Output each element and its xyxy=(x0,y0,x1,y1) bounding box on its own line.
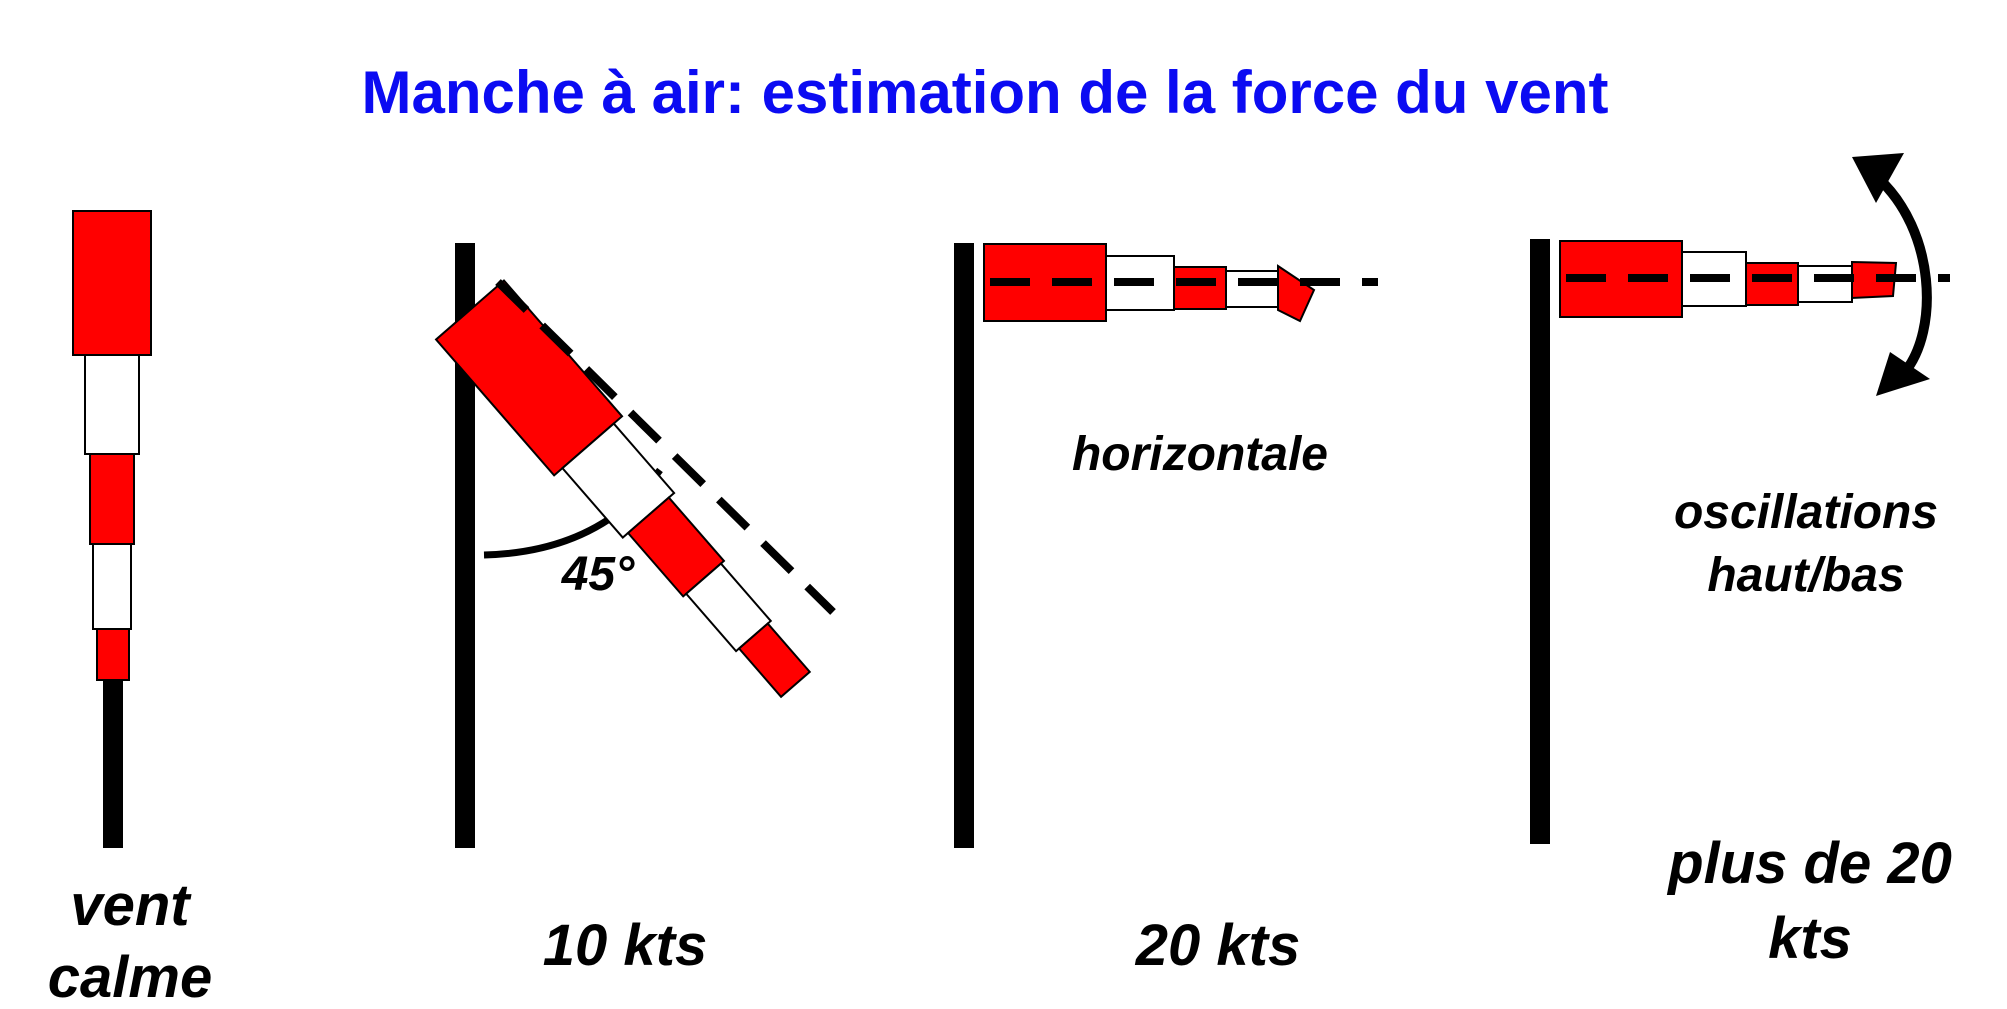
panel-20-kts: horizontale 20 kts xyxy=(954,243,1378,978)
page-title: Manche à air: estimation de la force du … xyxy=(362,59,1609,126)
sock-segment-red xyxy=(1745,262,1799,306)
sock-segment-red xyxy=(89,453,135,545)
pole xyxy=(103,680,123,848)
sock-segment-red xyxy=(1173,266,1227,310)
sock-axis-dashed-line xyxy=(495,279,836,615)
double-arrow-icon xyxy=(1852,153,1932,396)
sock-segment-red xyxy=(72,210,152,356)
panel-calm: vent calme xyxy=(48,210,212,1009)
sock-segment-white xyxy=(84,354,140,455)
sock-segment-white xyxy=(92,543,132,630)
pole xyxy=(1530,239,1550,844)
caption-calm-line-1: vent xyxy=(70,873,192,938)
pole xyxy=(954,243,974,848)
sock-segment-red xyxy=(1851,260,1898,300)
panel-over-20-kts: oscillations haut/bas plus de 20 kts xyxy=(1530,153,1952,971)
sock-segment-red xyxy=(96,628,130,681)
note-horizontal: horizontale xyxy=(1072,428,1328,481)
caption-calm-line-2: calme xyxy=(48,945,212,1009)
caption-10-kts: 10 kts xyxy=(543,913,707,978)
pole xyxy=(455,243,475,848)
sock-segment-white xyxy=(1225,270,1281,308)
panel-10-kts: 45° 10 kts xyxy=(434,243,836,978)
sock-segment-white xyxy=(1797,265,1853,303)
angle-label: 45° xyxy=(561,548,635,601)
sock-segment-red xyxy=(1277,264,1316,323)
caption-over-20-kts-line-2: kts xyxy=(1768,906,1852,971)
note-oscillations-line-2: haut/bas xyxy=(1707,549,1904,602)
sock-segment-red xyxy=(737,622,812,699)
note-oscillations-line-1: oscillations xyxy=(1674,486,1938,539)
caption-20-kts: 20 kts xyxy=(1135,913,1300,978)
caption-over-20-kts-line-1: plus de 20 xyxy=(1666,831,1952,896)
